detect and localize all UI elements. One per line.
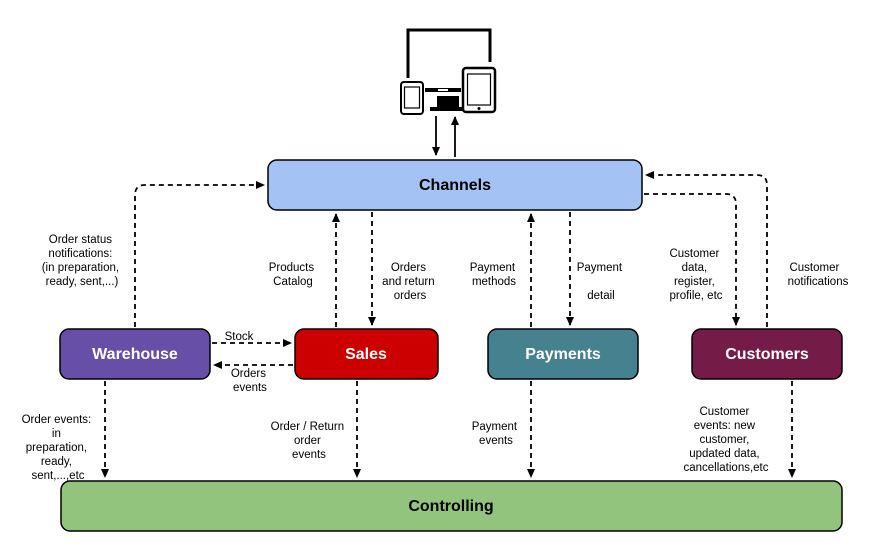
customer-events-label: Customer events: new customer, updated d… [683,406,768,474]
payment-detail-label: Payment detail [577,262,626,302]
customers-node: Customers [691,328,843,380]
sales-label: Sales [345,346,387,363]
customer-notifications-label: Customer notifications [788,262,849,288]
laptop-icon [425,88,463,111]
customer-data-label: Customer data, register, profile, etc [669,248,722,302]
sales-events-label: Order / Return order events [271,421,348,461]
warehouse-node: Warehouse [59,328,211,380]
channels-node: Channels [267,159,643,211]
channels-box [267,159,643,211]
channels-label: Channels [419,177,491,194]
payments-node: Payments [487,328,639,380]
orders-events-label: Orders events [231,368,269,394]
warehouse-events-label: Order events: in preparation, ready, sen… [22,414,95,482]
devices-connector [406,28,492,78]
smartphone-icon [400,81,424,115]
tablet-icon [461,66,497,114]
payments-box [487,328,639,380]
payment-events-label: Payment events [472,421,521,447]
channels-to-customers-arrow [644,193,740,326]
orders-returns-label: Orders and return orders [382,262,438,302]
controlling-node: Controlling [60,480,843,532]
sales-node: Sales [294,328,439,380]
devices-group [400,28,497,115]
order-status-label: Order status notifications: (in preparat… [42,234,123,288]
payments-label: Payments [525,346,601,363]
sales-box [294,328,439,380]
products-catalog-label: Products Catalog [269,262,318,288]
stock-label: Stock [225,331,254,343]
controlling-label: Controlling [408,498,493,515]
warehouse-box [59,328,211,380]
warehouse-label: Warehouse [92,346,178,363]
customers-label: Customers [725,346,809,363]
controlling-box [60,480,843,532]
payment-methods-label: Payment methods [470,262,519,288]
warehouse-to-channels-arrow [134,181,265,327]
customers-box [691,328,843,380]
